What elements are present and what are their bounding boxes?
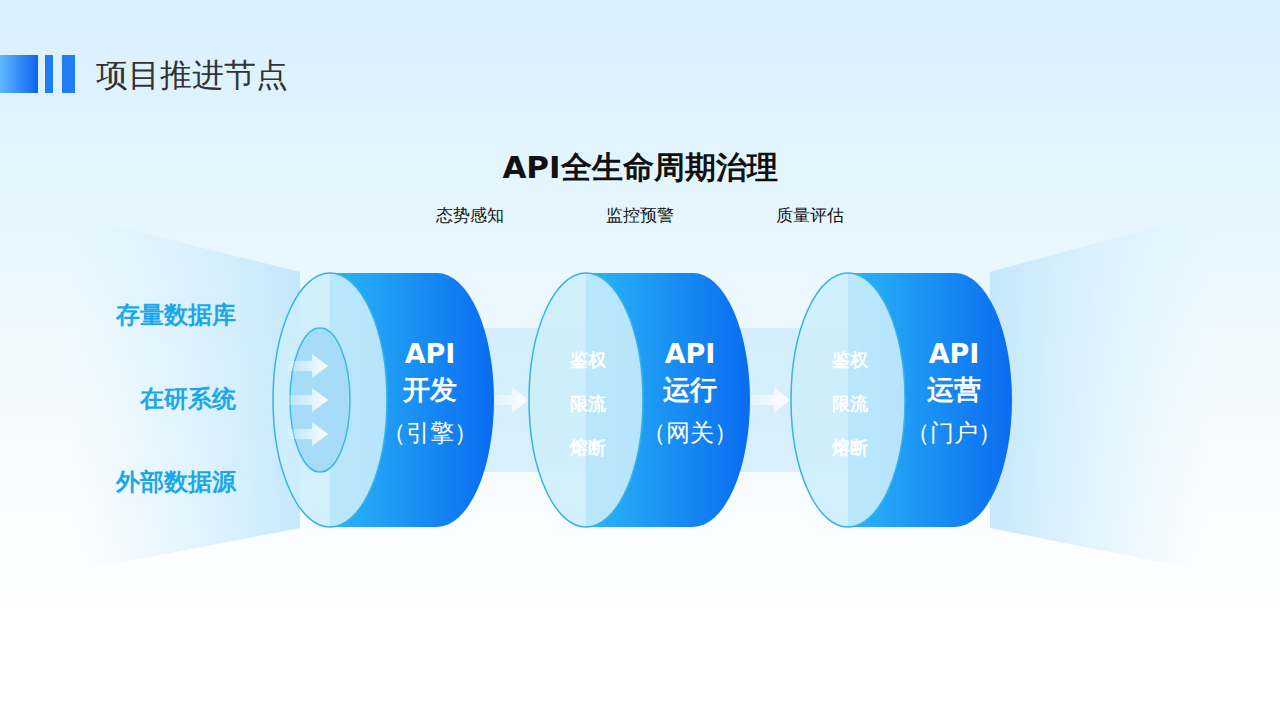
stage-label: 态势感知	[390, 204, 550, 226]
flow-arrow	[494, 387, 528, 413]
component-name: （网关）	[634, 418, 746, 448]
arrow-shape	[494, 387, 528, 413]
stage-name: API 运营	[914, 336, 994, 408]
header-bar	[62, 55, 75, 93]
diagram-title: API全生命周期治理	[390, 147, 890, 187]
inflow-arrow	[288, 388, 328, 412]
stage-label: 监控预警	[560, 204, 720, 226]
header-bar	[0, 55, 38, 93]
cylinder-node: 鉴权限流熔断 API 运行 （网关）	[528, 272, 750, 528]
policy-item: 限流	[820, 391, 880, 417]
header-bar	[45, 55, 53, 93]
page-heading: 项目推进节点	[96, 54, 288, 96]
cylinder-shape	[272, 272, 494, 528]
policy-item: 限流	[558, 391, 618, 417]
light-fan	[990, 212, 1210, 572]
cylinder-face	[273, 273, 387, 527]
cylinder-face	[529, 273, 643, 527]
source-label: 外部数据源	[40, 467, 236, 498]
source-label: 存量数据库	[40, 300, 236, 331]
cylinder-face	[791, 273, 905, 527]
flow-arrow	[750, 387, 790, 413]
stage-label: 质量评估	[730, 204, 890, 226]
arrow-shape	[750, 387, 790, 413]
stage-name: API 开发	[390, 336, 470, 408]
stage-name: API 运行	[650, 336, 730, 408]
cylinder-node: 鉴权限流熔断 API 运营 （门户）	[790, 272, 1012, 528]
policy-item: 鉴权	[558, 347, 618, 373]
inflow-arrow	[288, 354, 328, 378]
inflow-arrow	[288, 422, 328, 446]
policy-item: 鉴权	[820, 347, 880, 373]
component-name: （引擎）	[374, 418, 486, 448]
cylinder-node: API 开发 （引擎）	[272, 272, 494, 528]
component-name: （门户）	[898, 418, 1010, 448]
policy-item: 熔断	[558, 435, 618, 461]
policy-item: 熔断	[820, 435, 880, 461]
source-label: 在研系统	[40, 384, 236, 415]
